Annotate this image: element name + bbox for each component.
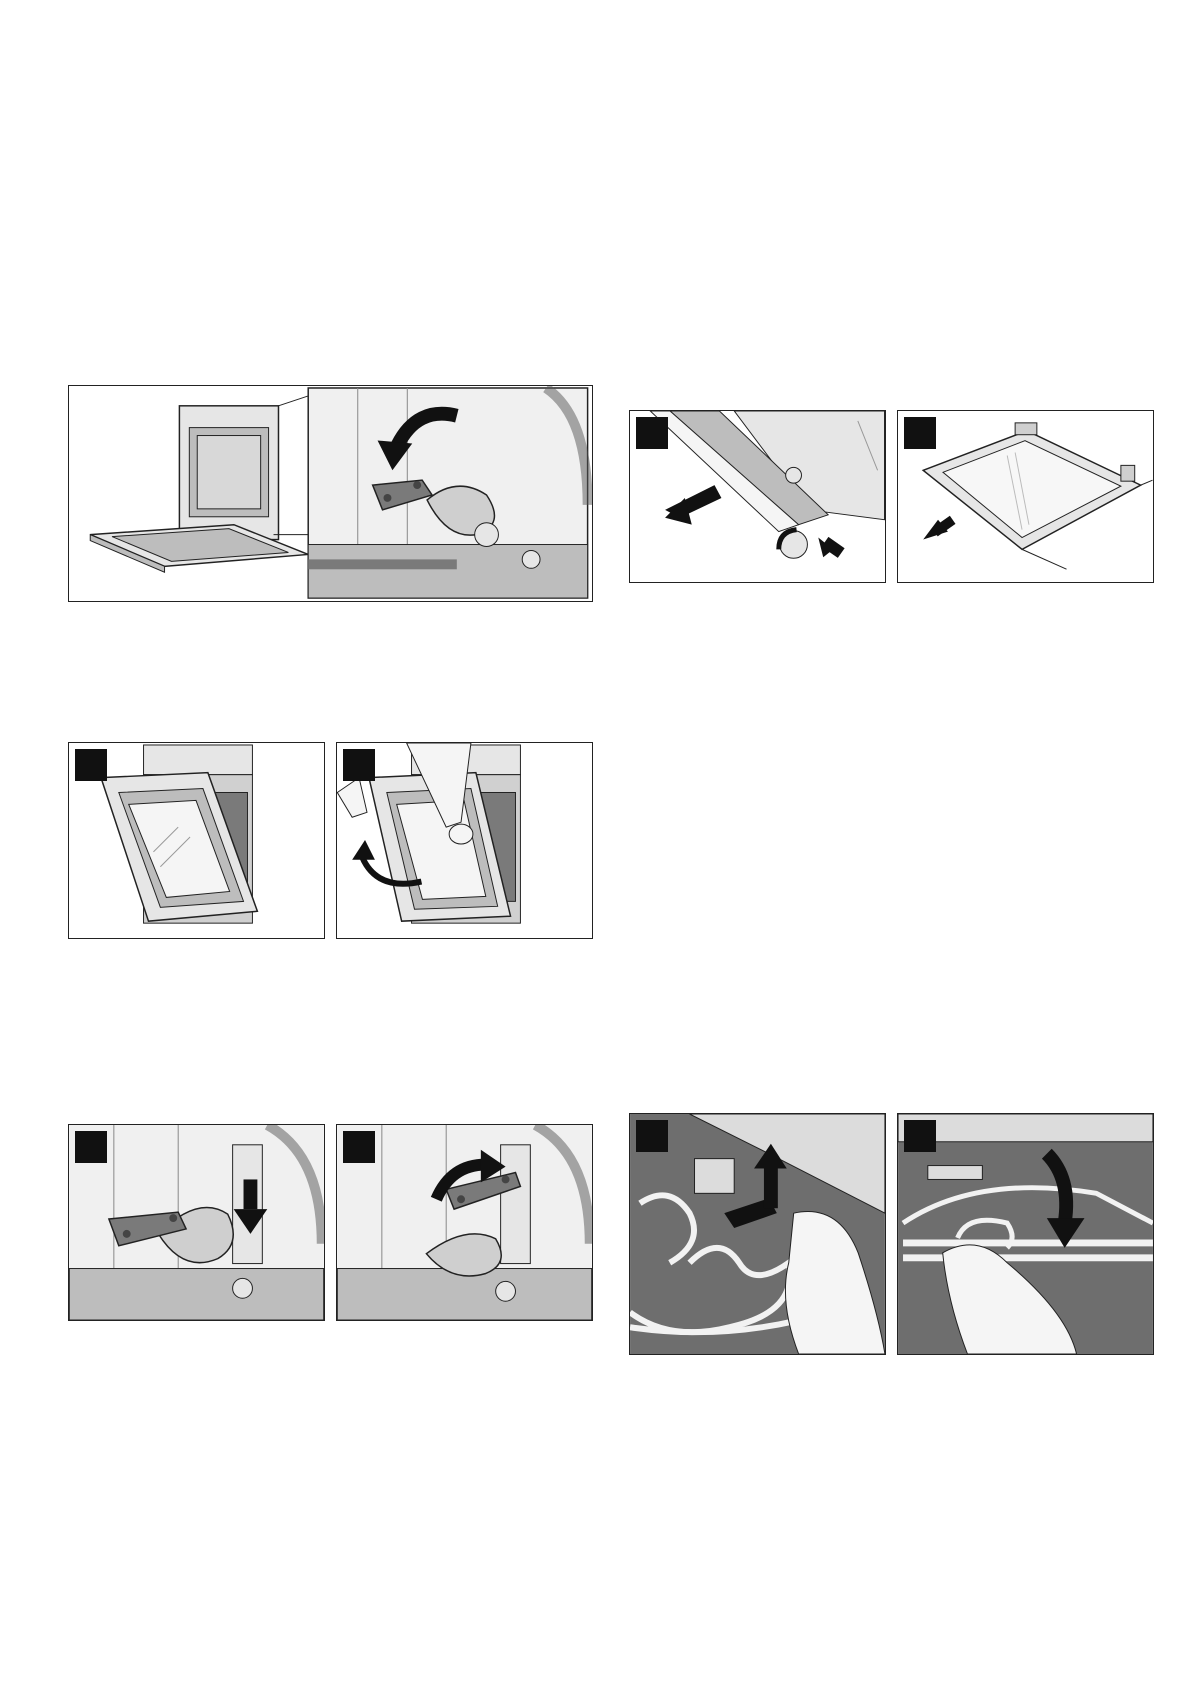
step-marker [636, 417, 668, 449]
oven-door-lift-icon [337, 743, 592, 938]
figure-door-lift-off [336, 742, 593, 939]
figure-door-tilt [68, 742, 325, 939]
step-marker [75, 1131, 107, 1163]
hinge-lever-down-icon [69, 1125, 324, 1320]
step-marker [904, 417, 936, 449]
hinge-lever-up-icon [337, 1125, 592, 1320]
oven-door-hinge-icon [69, 386, 592, 601]
oven-door-tilt-icon [69, 743, 324, 938]
step-marker [343, 749, 375, 781]
grill-heater-lower-icon [898, 1114, 1153, 1354]
figure-hinge-lock-down [68, 1124, 325, 1321]
figure-heater-unclip [629, 1113, 886, 1355]
figure-heater-lower [897, 1113, 1154, 1355]
figure-door-glass-screw [629, 410, 886, 583]
step-marker [636, 1120, 668, 1152]
step-marker [75, 749, 107, 781]
figure-door-hinge-overview [68, 385, 593, 602]
grill-heater-unclip-icon [630, 1114, 885, 1354]
figure-hinge-lock-up [336, 1124, 593, 1321]
figure-door-glass-remove [897, 410, 1154, 583]
step-marker [904, 1120, 936, 1152]
door-glass-screw-icon [630, 411, 885, 582]
step-marker [343, 1131, 375, 1163]
door-glass-remove-icon [898, 411, 1153, 582]
